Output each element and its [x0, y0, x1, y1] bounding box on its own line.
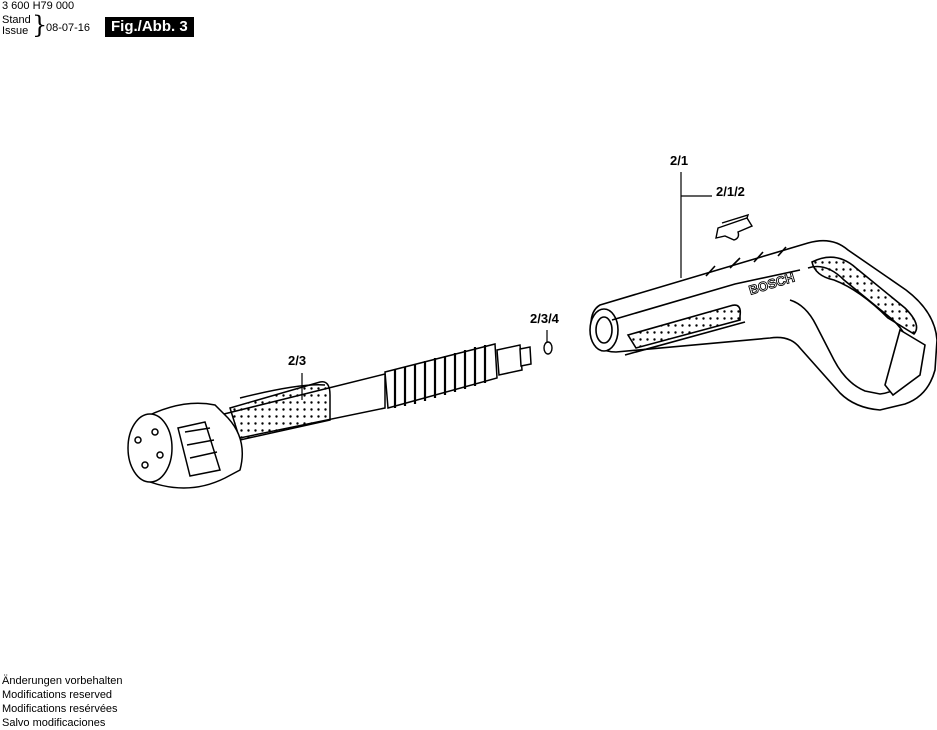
issue-label: Issue [2, 25, 29, 37]
spray-lance [127, 343, 532, 489]
part-number: 3 600 H79 000 [2, 0, 75, 12]
label-o-ring: 2/3/4 [530, 311, 559, 326]
footer-line-de: Änderungen vorbehalten [2, 675, 123, 687]
leader-lines [301, 172, 712, 400]
footer-notice: Änderungen vorbehalten Modifications res… [2, 674, 122, 730]
footer-line-fr: Modifications resérvées [2, 703, 118, 715]
label-clip: 2/1/2 [716, 184, 745, 199]
footer-line-es: Salvo modificaciones [2, 717, 106, 729]
lance-ribbed-grip [393, 345, 487, 408]
label-lance: 2/3 [288, 353, 307, 368]
brace-symbol: } [32, 11, 48, 39]
spray-gun [589, 239, 937, 411]
issue-date: 08-07-16 [46, 22, 91, 34]
o-ring [543, 341, 553, 355]
stand-issue-labels: Stand Issue [2, 15, 31, 37]
lance-nozzle-head [127, 413, 173, 483]
label-gun: 2/1 [670, 153, 689, 168]
stand-label: Stand [2, 14, 31, 26]
footer-line-en: Modifications reserved [2, 689, 113, 701]
figure-badge: Fig./Abb. 3 [105, 17, 194, 37]
trigger-lock-clip [715, 213, 754, 241]
